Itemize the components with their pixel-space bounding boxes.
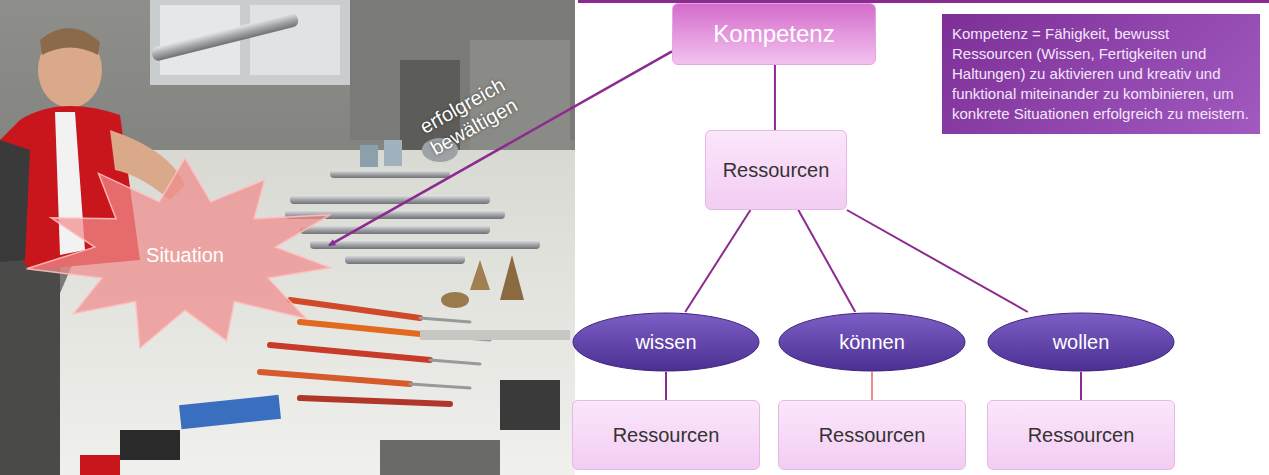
resource-box: Ressourcen [987,400,1175,470]
connector-line [871,372,873,400]
node-label: wollen [1053,331,1110,354]
resource-box: Ressourcen [705,130,847,210]
attitude-ellipse: wollen [987,312,1175,372]
skill-ellipse: können [778,312,966,372]
node-label: können [839,331,905,354]
connector-line [774,65,776,130]
connector-arrow [329,51,672,245]
node-label: Ressourcen [819,424,926,447]
node-label: Situation [146,244,224,267]
node-label: Ressourcen [613,424,720,447]
definition-box: Kompetenz = Fähigkeit, bewusst Ressource… [942,14,1260,134]
node-label: Kompetenz [713,20,834,48]
resource-box: Ressourcen [572,400,760,470]
node-label: Ressourcen [1028,424,1135,447]
connector-line [685,210,750,312]
knowledge-ellipse: wissen [572,312,760,372]
node-label: Ressourcen [723,159,830,182]
connector-line [798,210,855,312]
connector-line [665,372,667,400]
definition-text: Kompetenz = Fähigkeit, bewusst Ressource… [952,24,1250,124]
connector-line [847,210,1028,312]
resource-box: Ressourcen [778,400,966,470]
connector-line [1080,372,1082,400]
node-label: wissen [635,331,696,354]
competence-box: Kompetenz [672,3,876,65]
situation-burst: Situation [25,158,345,352]
